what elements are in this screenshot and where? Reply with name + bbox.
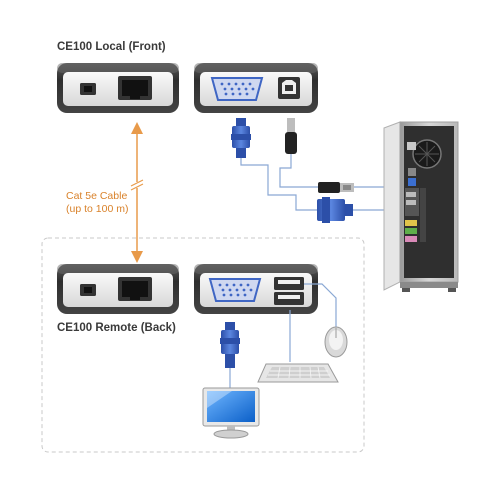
vga-connector-icon	[317, 197, 353, 223]
power-jack-icon	[80, 83, 96, 95]
computer-tower-icon	[383, 121, 459, 292]
mouse-icon	[324, 326, 348, 358]
local-unit-label: CE100 Local (Front)	[57, 41, 166, 53]
usb-a-port-icon	[274, 277, 304, 305]
local-to-pc-wires	[240, 154, 392, 211]
ce100-remote-back-device	[194, 264, 318, 314]
cat5e-cable-line	[130, 122, 144, 263]
remote-area-border	[41, 237, 365, 453]
vga-port-icon	[210, 77, 264, 101]
vga-port-icon	[208, 278, 262, 302]
usb-connector-icon	[318, 182, 354, 193]
remote-unit-label: CE100 Remote (Back)	[57, 322, 176, 334]
keyboard-icon	[257, 363, 339, 383]
vga-connector-icon	[231, 118, 251, 158]
ce100-remote-front-device	[57, 264, 179, 314]
cable-length-label: (up to 100 m)	[66, 203, 129, 215]
power-jack-icon	[80, 284, 96, 296]
cable-label: Cat 5e Cable	[66, 190, 128, 202]
vga-connector-icon	[220, 322, 240, 368]
ce100-local-back-device	[194, 63, 318, 113]
rj45-port-icon	[118, 277, 152, 301]
ce100-local-front-device	[57, 63, 179, 113]
usb-b-port-icon	[278, 77, 300, 99]
rj45-port-icon	[118, 76, 152, 100]
usb-connector-icon	[285, 118, 297, 154]
monitor-icon	[202, 387, 260, 439]
